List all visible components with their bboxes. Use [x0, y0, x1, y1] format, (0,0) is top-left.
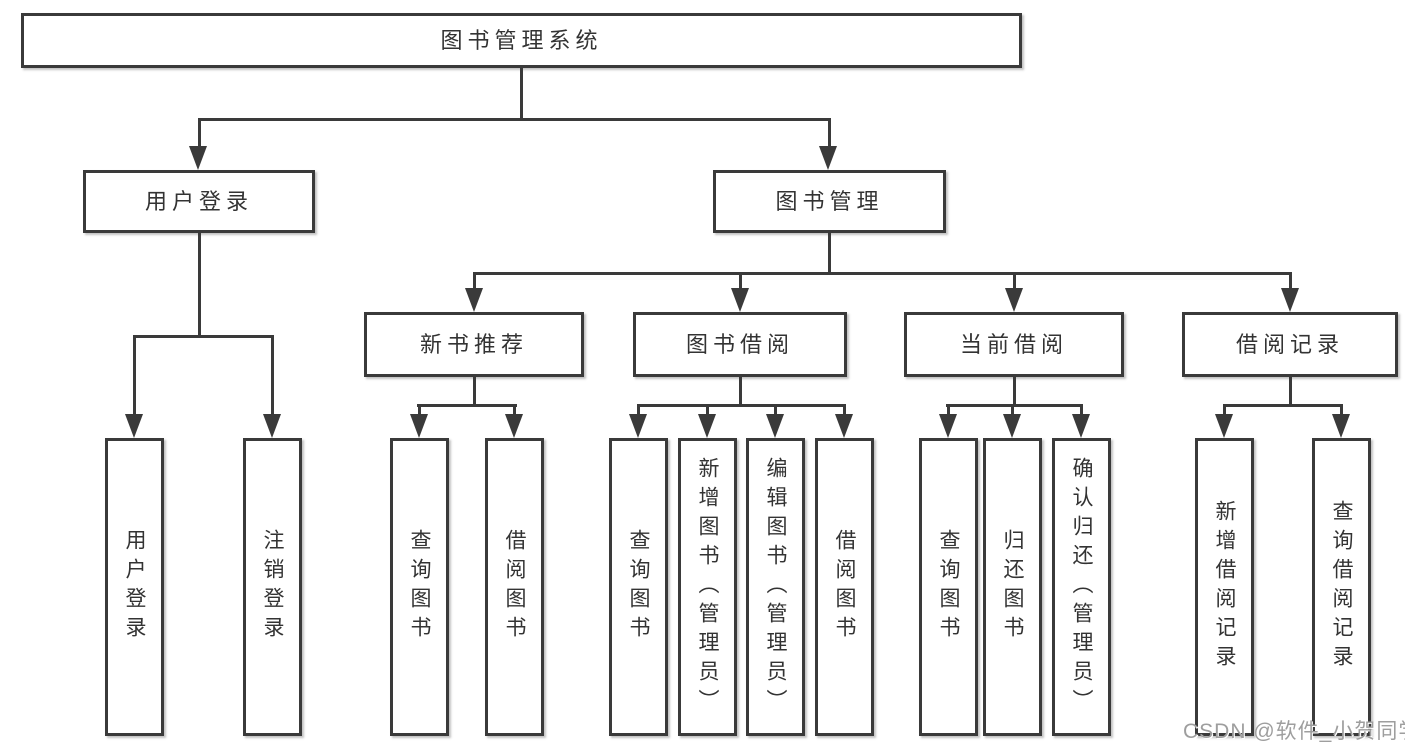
- connector-level3-bar: [473, 272, 1291, 275]
- arrow-down-icon: [939, 414, 957, 438]
- node-borrow-records-label: 借阅记录: [1235, 331, 1344, 357]
- arrow-down-icon: [410, 414, 428, 438]
- connector-drop-leaf: [513, 404, 516, 416]
- leaf-logout-login-label: 注销登录: [261, 529, 284, 645]
- connector-book-borrow-stem: [739, 377, 742, 406]
- connector-book-management-stem: [828, 233, 831, 274]
- node-book-management: 图书管理: [713, 170, 946, 233]
- connector-borrow-records-bar: [1223, 404, 1342, 407]
- leaf-add-borrow-record: 新增借阅记录: [1195, 438, 1254, 736]
- connector-drop-leaf: [1340, 404, 1343, 416]
- connector-user-login-stem: [198, 233, 201, 337]
- node-borrow-records: 借阅记录: [1182, 312, 1398, 377]
- leaf-query-borrow-record: 查询借阅记录: [1312, 438, 1371, 736]
- arrow-down-icon: [1072, 414, 1090, 438]
- connector-new-book-recommend-stem: [473, 377, 476, 406]
- arrow-down-icon: [189, 146, 207, 170]
- arrow-down-icon: [125, 414, 143, 438]
- connector-drop-borrow-records: [1289, 272, 1292, 290]
- node-root: 图书管理系统: [21, 13, 1022, 68]
- node-book-borrow: 图书借阅: [633, 312, 847, 377]
- arrow-down-icon: [1003, 414, 1021, 438]
- leaf-query-books-recommend-label: 查询图书: [408, 529, 431, 645]
- node-new-book-recommend-label: 新书推荐: [419, 331, 528, 357]
- arrow-down-icon: [766, 414, 784, 438]
- arrow-down-icon: [698, 414, 716, 438]
- arrow-down-icon: [263, 414, 281, 438]
- leaf-query-books-current-label: 查询图书: [937, 529, 960, 645]
- leaf-query-borrow-record-label: 查询借阅记录: [1330, 500, 1353, 674]
- node-current-borrow-label: 当前借阅: [959, 331, 1068, 357]
- node-root-label: 图书管理系统: [440, 27, 603, 53]
- leaf-borrow-books: 借阅图书: [815, 438, 874, 736]
- connector-drop-leaf: [706, 404, 709, 416]
- leaf-user-login: 用户登录: [105, 438, 164, 736]
- leaf-add-borrow-record-label: 新增借阅记录: [1213, 500, 1236, 674]
- connector-book-borrow-bar: [637, 404, 845, 407]
- node-user-login: 用户登录: [83, 170, 315, 233]
- arrow-down-icon: [731, 288, 749, 312]
- leaf-borrow-books-recommend: 借阅图书: [485, 438, 544, 736]
- arrow-down-icon: [1332, 414, 1350, 438]
- connector-drop-leaf: [1080, 404, 1083, 416]
- connector-current-borrow-stem: [1013, 377, 1016, 406]
- connector-drop-login: [133, 335, 136, 416]
- arrow-down-icon: [629, 414, 647, 438]
- leaf-edit-books-admin: 编辑图书（管理员）: [746, 438, 805, 736]
- arrow-down-icon: [465, 288, 483, 312]
- leaf-confirm-return-admin: 确认归还（管理员）: [1052, 438, 1111, 736]
- connector-drop-book-borrow: [739, 272, 742, 290]
- leaf-borrow-books-recommend-label: 借阅图书: [503, 529, 526, 645]
- connector-drop-current-borrow: [1013, 272, 1016, 290]
- connector-drop-book-management: [828, 118, 831, 150]
- connector-drop-leaf: [418, 404, 421, 416]
- connector-new-book-recommend-bar: [417, 404, 517, 407]
- leaf-logout-login: 注销登录: [243, 438, 302, 736]
- connector-borrow-records-stem: [1289, 377, 1292, 406]
- leaf-add-books-admin-label: 新增图书（管理员）: [696, 456, 719, 718]
- connector-drop-user-login: [198, 118, 201, 150]
- arrow-down-icon: [819, 146, 837, 170]
- leaf-return-books-label: 归还图书: [1001, 529, 1024, 645]
- leaf-query-books-borrow-label: 查询图书: [627, 529, 650, 645]
- node-book-borrow-label: 图书借阅: [685, 331, 794, 357]
- leaf-query-books-recommend: 查询图书: [390, 438, 449, 736]
- connector-drop-leaf: [774, 404, 777, 416]
- connector-drop-leaf: [637, 404, 640, 416]
- node-book-management-label: 图书管理: [775, 188, 884, 214]
- node-current-borrow: 当前借阅: [904, 312, 1124, 377]
- connector-root-stem: [520, 68, 523, 120]
- leaf-query-books-borrow: 查询图书: [609, 438, 668, 736]
- watermark: CSDN @软件_小贺同学: [1183, 720, 1405, 743]
- leaf-borrow-books-label: 借阅图书: [833, 529, 856, 645]
- arrow-down-icon: [1215, 414, 1233, 438]
- connector-drop-leaf: [1223, 404, 1226, 416]
- node-user-login-label: 用户登录: [144, 188, 253, 214]
- leaf-return-books: 归还图书: [983, 438, 1042, 736]
- arrow-down-icon: [505, 414, 523, 438]
- connector-current-borrow-bar: [946, 404, 1083, 407]
- connector-drop-leaf: [843, 404, 846, 416]
- connector-drop-leaf: [1011, 404, 1014, 416]
- leaf-query-books-current: 查询图书: [919, 438, 978, 736]
- arrow-down-icon: [835, 414, 853, 438]
- leaf-edit-books-admin-label: 编辑图书（管理员）: [764, 456, 787, 718]
- connector-user-login-bar: [133, 335, 274, 338]
- leaf-add-books-admin: 新增图书（管理员）: [678, 438, 737, 736]
- arrow-down-icon: [1005, 288, 1023, 312]
- arrow-down-icon: [1281, 288, 1299, 312]
- connector-drop-logout: [271, 335, 274, 416]
- leaf-confirm-return-admin-label: 确认归还（管理员）: [1070, 456, 1093, 718]
- connector-drop-new-book-recommend: [473, 272, 476, 290]
- connector-level1-bar: [198, 118, 830, 121]
- leaf-user-login-label: 用户登录: [123, 529, 146, 645]
- connector-drop-leaf: [947, 404, 950, 416]
- node-new-book-recommend: 新书推荐: [364, 312, 584, 377]
